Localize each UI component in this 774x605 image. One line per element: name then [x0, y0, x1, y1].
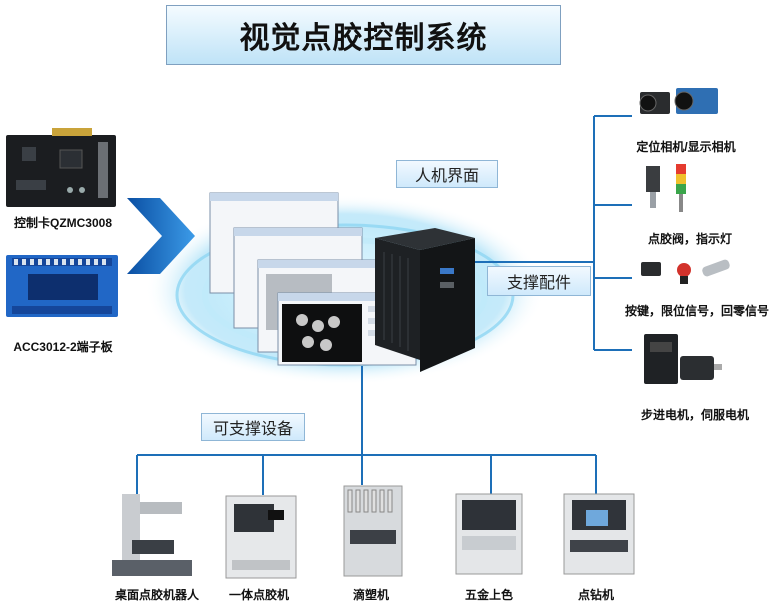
accessories-tag: 支撑配件: [487, 266, 591, 296]
hmi-tag: 人机界面: [396, 160, 498, 188]
accessory-label-motor: 步进电机，伺服电机: [640, 408, 749, 422]
accessory-label-switch: 按键，限位信号，回零信号: [624, 304, 769, 318]
switch-icon: [641, 259, 730, 284]
accessory-label-valve: 点胶阀，指示灯: [647, 232, 732, 246]
chevron-arrow-icon: [127, 198, 195, 274]
device-label-coloring: 五金上色: [464, 588, 513, 602]
coloring-machine-icon: [455, 493, 523, 575]
terminal-board-image: [6, 255, 118, 317]
device-label-dispenser: 一体点胶机: [228, 588, 289, 602]
motor-icon: [644, 334, 722, 384]
control-card-image: [6, 128, 116, 207]
device-label-desktop-robot: 桌面点胶机器人: [114, 588, 199, 602]
drip-machine-icon: [343, 485, 403, 577]
dispenser-icon: [225, 495, 297, 579]
accessory-label-camera: 定位相机/显示相机: [636, 140, 736, 154]
valve-icon: [646, 164, 686, 212]
device-label-drip-machine: 滴塑机: [352, 588, 389, 602]
page-title: 视觉点胶控制系统: [166, 5, 561, 65]
software-windows-image: [209, 192, 417, 366]
devices-tag: 可支撑设备: [201, 413, 305, 441]
terminal-board-label: ACC3012-2端子板: [13, 340, 113, 354]
drill-machine-icon: [563, 493, 635, 575]
desktop-robot-icon: [112, 494, 192, 576]
control-card-label: 控制卡QZMC3008: [13, 216, 113, 230]
device-label-drill-machine: 点钻机: [577, 588, 614, 602]
camera-icon: [639, 88, 718, 114]
device-connector-lines: [136, 366, 597, 495]
industrial-pc-image: [375, 228, 475, 372]
